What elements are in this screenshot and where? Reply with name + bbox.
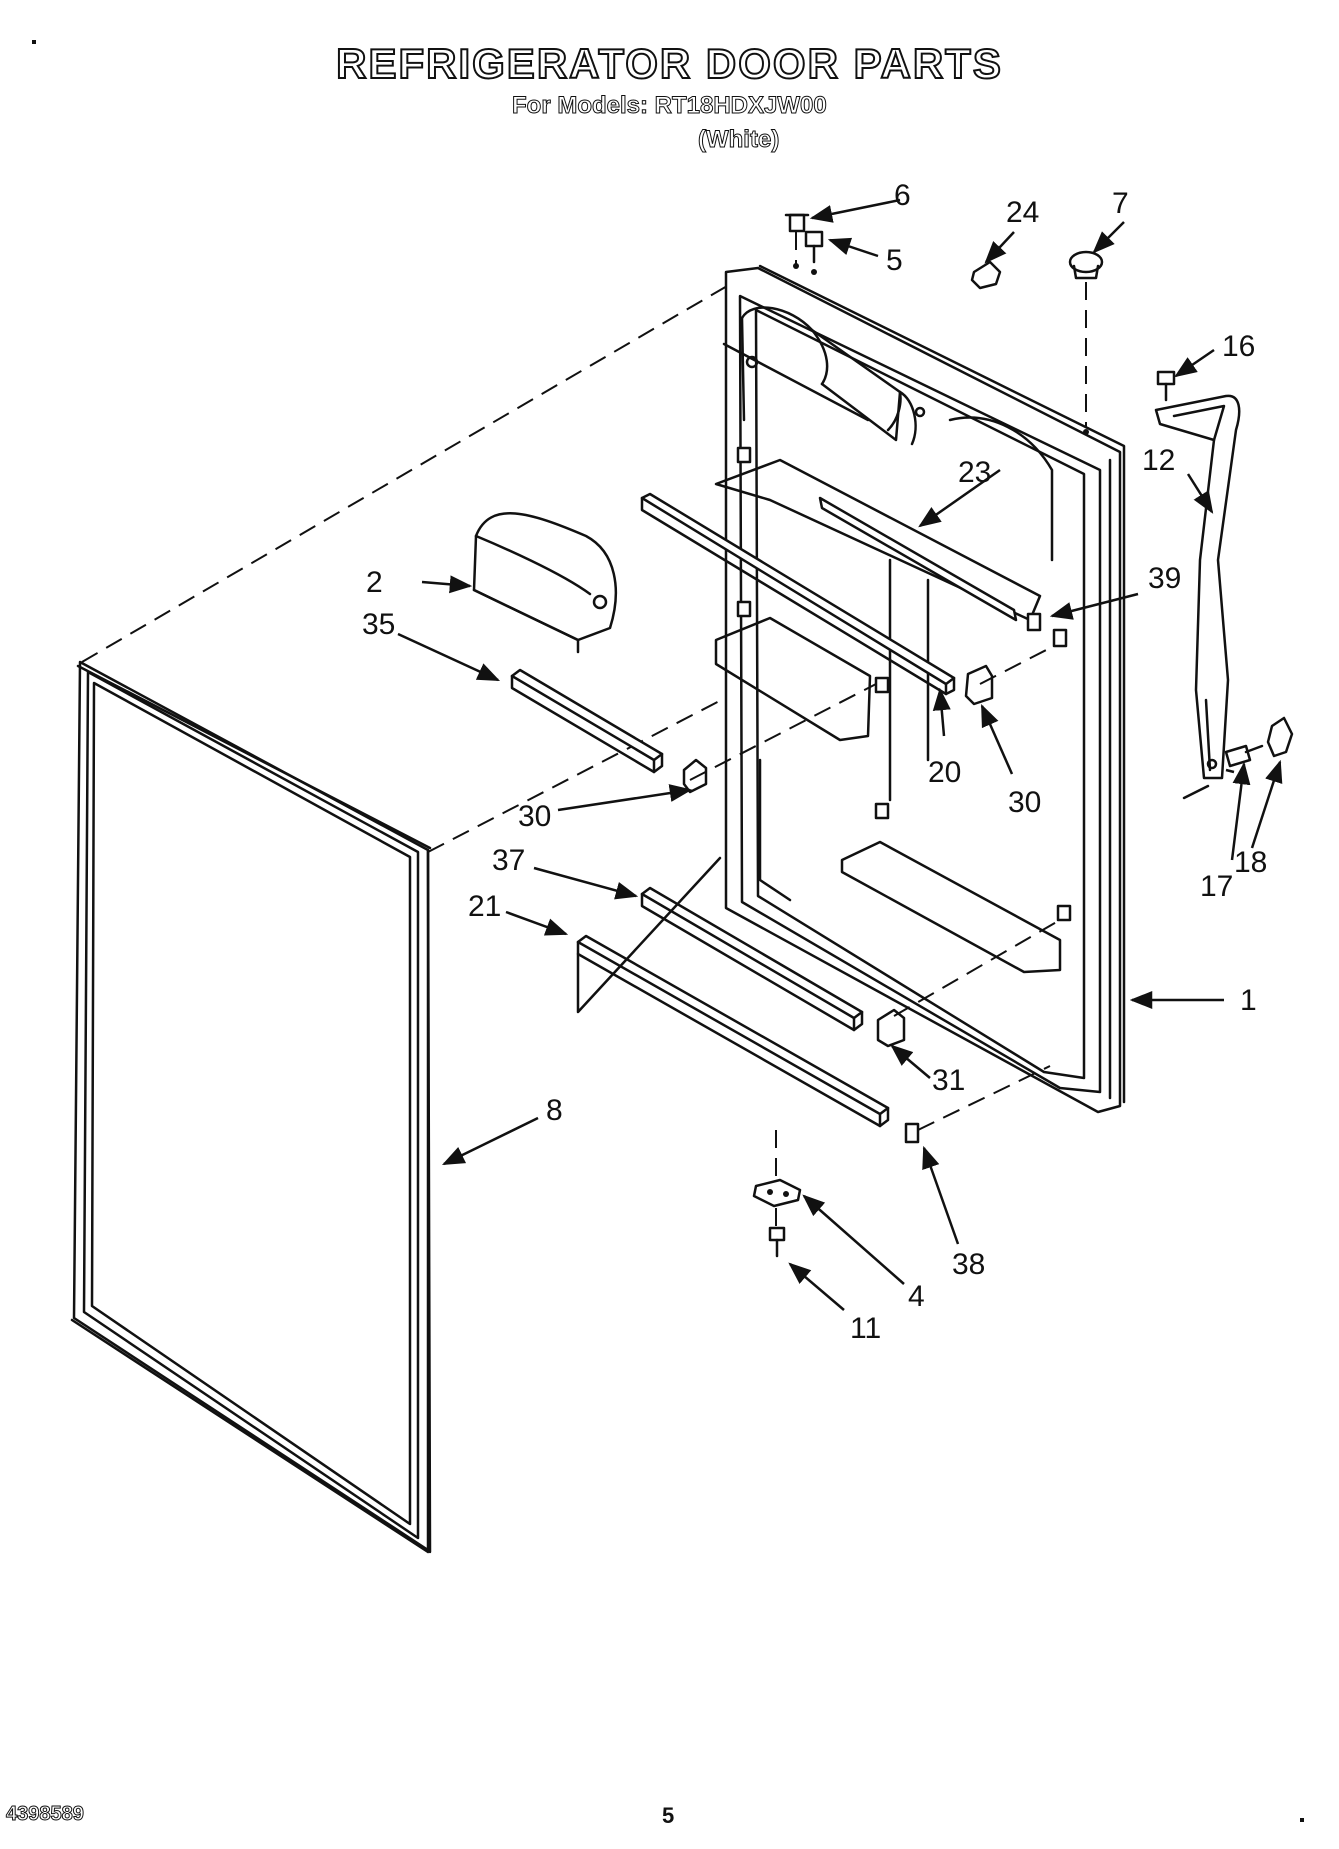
shelf-bar-part-21: [576, 934, 890, 1128]
end-cap-part-30-left: [682, 758, 708, 794]
hinge-screw-part-11: [768, 1226, 786, 1258]
callout-8: 8: [546, 1094, 563, 1127]
callout-12: 12: [1142, 444, 1175, 477]
door-gasket-part-8: [70, 660, 432, 1554]
callout-18: 18: [1234, 846, 1267, 879]
callout-30-left: 30: [518, 800, 551, 833]
hinge-part-4: [752, 1178, 802, 1208]
page-title: REFRIGERATOR DOOR PARTS: [335, 39, 1003, 88]
handle-screw-part-17: [1224, 744, 1264, 768]
handle-cap-part-18: [1266, 716, 1294, 758]
callout-24: 24: [1006, 196, 1039, 229]
shelf-bar-part-37: [640, 886, 864, 1032]
callout-16: 16: [1222, 330, 1255, 363]
callout-20: 20: [928, 756, 961, 789]
callout-11: 11: [850, 1312, 881, 1345]
page-number: 5: [662, 1803, 675, 1828]
door-assembly-part-1: [724, 264, 1126, 1114]
shelf-bar-part-23: [818, 496, 1018, 622]
alignment-line: [81, 267, 759, 663]
callout-23: 23: [958, 456, 991, 489]
callout-7: 7: [1112, 187, 1129, 220]
alignment-line: [1182, 784, 1210, 800]
door-liner-shelves: [714, 446, 1072, 974]
callout-6: 6: [894, 179, 911, 212]
clip-part-24: [970, 260, 1002, 290]
shelf-stop-part-38: [904, 1122, 920, 1144]
callout-38: 38: [952, 1248, 985, 1281]
model-subtitle: For Models: RT18HDXJW00: [512, 92, 828, 120]
alignment-line: [689, 683, 877, 781]
callout-21: 21: [468, 890, 501, 923]
callout-leaders: [397, 198, 1283, 1311]
alignment-line: [917, 1065, 1051, 1131]
hinge-screw-part-5: [804, 230, 824, 264]
plug-part-7: [1068, 250, 1104, 280]
speck-mark: [1300, 1818, 1304, 1822]
mount-hole: [811, 269, 817, 275]
door-handle-part-12: [1154, 394, 1241, 780]
dairy-compartment: [722, 306, 1054, 562]
mount-hole: [1083, 429, 1089, 435]
alignment-line: [427, 679, 761, 853]
screw-part-16: [1156, 370, 1176, 402]
callout-2: 2: [366, 566, 383, 599]
callout-39: 39: [1148, 562, 1181, 595]
callout-37: 37: [492, 844, 525, 877]
alignment-line: [979, 645, 1055, 685]
callout-5: 5: [886, 244, 903, 277]
mount-hole: [793, 263, 799, 269]
color-variant: (White): [697, 126, 780, 154]
end-cap-part-30-right: [964, 664, 994, 706]
callout-17: 17: [1200, 870, 1233, 903]
speck-mark: [32, 40, 36, 44]
callout-31: 31: [932, 1064, 965, 1097]
callout-4: 4: [908, 1280, 925, 1313]
shelf-bar-part-35: [510, 668, 664, 774]
end-cap-part-31: [876, 1008, 906, 1048]
dairy-door-part-2: [472, 512, 617, 654]
shelf-stop-part-39: [1026, 612, 1042, 632]
alignment-line: [576, 856, 722, 1014]
document-number: 4398589: [6, 1803, 85, 1826]
alignment-line: [893, 919, 1061, 1017]
shelf-stop-part-39-b: [1052, 628, 1068, 648]
hinge-pin-part-6: [784, 213, 810, 233]
callout-35: 35: [362, 608, 395, 641]
callout-30-right: 30: [1008, 786, 1041, 819]
callout-1: 1: [1240, 984, 1257, 1017]
